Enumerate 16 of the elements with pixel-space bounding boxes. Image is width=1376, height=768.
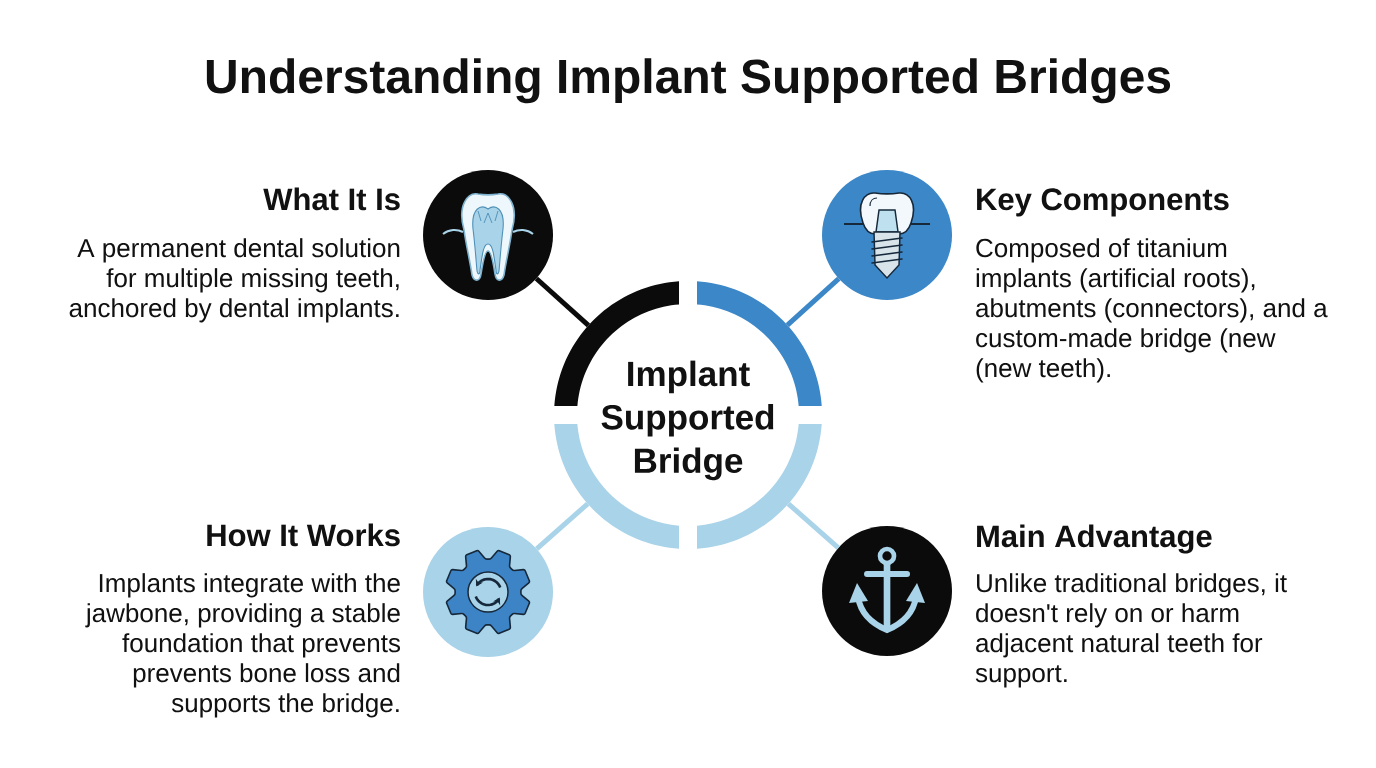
section-heading: Key Components — [977, 188, 1229, 217]
description-text: A permanent dental solution for multiple missing teeth, anchored by dental implants. — [69, 238, 400, 323]
section-heading: Main Advantage — [977, 524, 1212, 554]
connector-line — [535, 501, 590, 551]
description-text: Implants integrate with the jawbone, providing a stable foundation that prevents prevents bone loss and supports the bridge. — [85, 573, 400, 718]
section-heading: How It Works — [207, 523, 400, 547]
icon-circle — [822, 526, 952, 656]
section-heading: What It Is — [263, 187, 400, 211]
node-label: Implant Supported — [601, 360, 774, 437]
description-text: Composed of titanium implants (artificial roots), abutments (connectors), and a custom-made bridge (new (new teeth). — [976, 238, 1328, 383]
connector-line — [786, 501, 840, 550]
description-text: Unlike traditional bridges, it doesn't rely on or harm adjacent natural teeth for support. — [975, 573, 1287, 688]
connector-line — [534, 276, 591, 328]
title: Understanding Implant Supported Bridges — [206, 58, 1171, 104]
center-ring: Implant Supported Bridge — [554, 281, 822, 549]
connector-line — [785, 276, 841, 327]
